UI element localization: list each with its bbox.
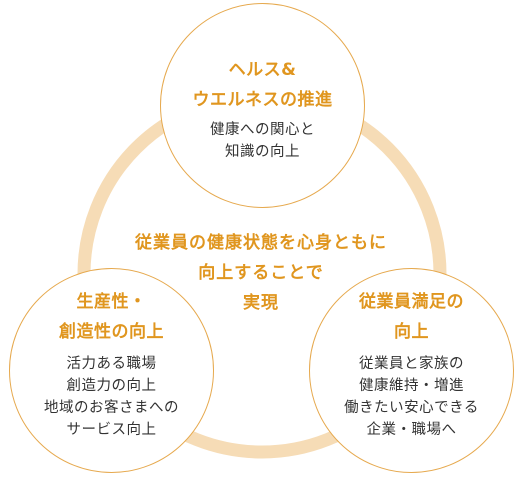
- node-title-line: ヘルス&: [228, 60, 297, 80]
- node-employee-satisfaction: 従業員満足の 向上 従業員と家族の 健康維持・増進 働きたい安心できる 企業・職…: [309, 268, 514, 473]
- node-desc-line: 創造力の向上: [66, 378, 157, 394]
- node-title-line: 従業員満足の: [359, 292, 464, 312]
- node-description: 従業員と家族の 健康維持・増進 働きたい安心できる 企業・職場へ: [310, 353, 513, 441]
- node-title-line: ウエルネスの推進: [192, 90, 333, 110]
- center-line: 従業員の健康状態を心身ともに: [135, 233, 387, 253]
- node-description: 健康への関心と 知識の向上: [161, 119, 364, 163]
- node-title: 生産性・ 創造性の向上: [10, 287, 213, 347]
- node-title-line: 生産性・: [76, 292, 147, 312]
- node-desc-line: 健康への関心と: [210, 122, 315, 138]
- node-productivity: 生産性・ 創造性の向上 活力ある職場 創造力の向上 地域のお客さまへの サービス…: [9, 268, 214, 473]
- node-desc-line: 地域のお客さまへの: [44, 400, 179, 416]
- node-desc-line: 健康維持・増進: [359, 378, 464, 394]
- node-desc-line: 働きたい安心できる: [344, 400, 479, 416]
- node-desc-line: 従業員と家族の: [359, 356, 464, 372]
- center-message: 従業員の健康状態を心身ともに 向上することで 実現: [100, 228, 422, 318]
- node-desc-line: サービス向上: [66, 422, 157, 438]
- center-line: 実現: [243, 293, 279, 313]
- center-line: 向上することで: [198, 263, 324, 283]
- node-title-line: 創造性の向上: [59, 322, 164, 342]
- node-desc-line: 知識の向上: [225, 144, 300, 160]
- node-title: ヘルス& ウエルネスの推進: [161, 55, 364, 115]
- node-desc-line: 活力ある職場: [66, 356, 157, 372]
- node-title-line: 向上: [394, 322, 429, 342]
- node-title: 従業員満足の 向上: [310, 287, 513, 347]
- node-description: 活力ある職場 創造力の向上 地域のお客さまへの サービス向上: [10, 353, 213, 441]
- node-health-wellness: ヘルス& ウエルネスの推進 健康への関心と 知識の向上: [160, 3, 365, 208]
- node-desc-line: 企業・職場へ: [366, 422, 457, 438]
